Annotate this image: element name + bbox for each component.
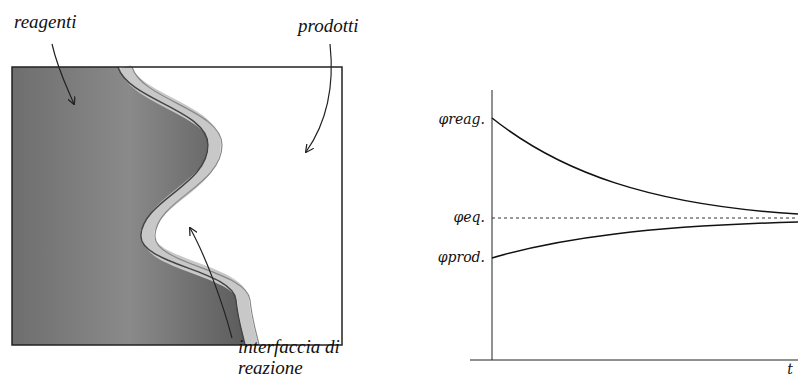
x-axis [470, 360, 798, 361]
y-axis [492, 90, 493, 360]
leader-line [306, 44, 331, 152]
product-curve [492, 222, 798, 258]
leader-line [190, 228, 232, 338]
equilibrium-line [492, 218, 798, 219]
region-label: prodotti [298, 16, 359, 37]
interface-band [125, 67, 252, 345]
axis-tick-label: φprod. [436, 250, 487, 265]
axis-label: t [785, 362, 795, 377]
interface-edge [132, 67, 259, 345]
reactant-curve [492, 118, 798, 214]
vessel-outline [12, 67, 342, 345]
reactant-region [12, 67, 245, 345]
axis-tick-label: φreag. [436, 112, 487, 127]
interface-edge [118, 67, 245, 345]
leader-line [52, 44, 74, 104]
region-label: interfaccia di reazione [238, 337, 378, 379]
region-label: reagenti [14, 12, 77, 33]
axis-tick-label: φeq. [452, 210, 488, 225]
